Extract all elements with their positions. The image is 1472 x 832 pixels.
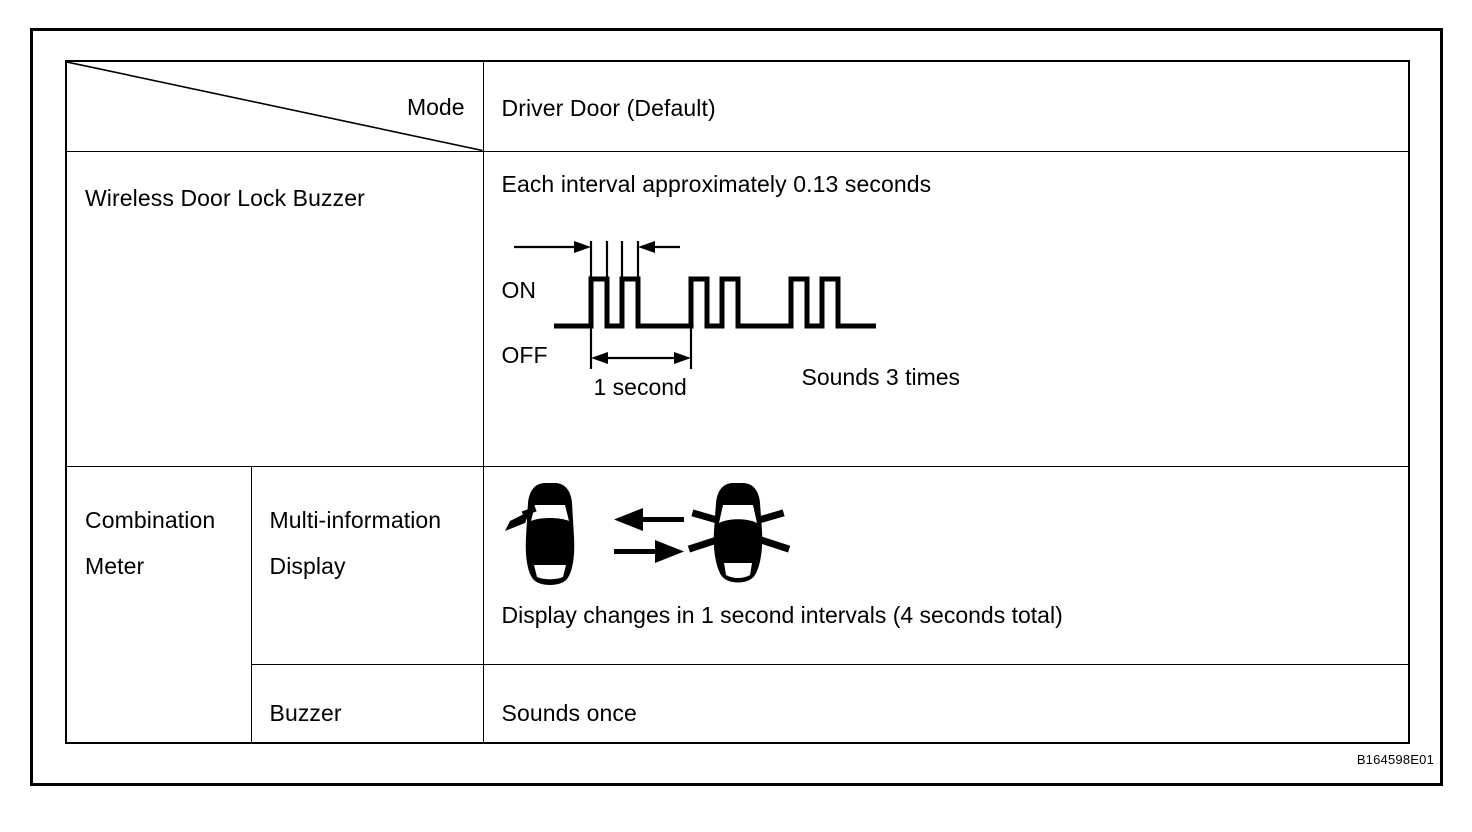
car-door-open-icon	[504, 483, 574, 586]
header-corner-cell: Mode	[65, 60, 484, 152]
mode-value-text: Driver Door (Default)	[501, 95, 716, 121]
table-row-wireless-door-lock-buzzer: Wireless Door Lock Buzzer Each interval …	[65, 150, 1410, 468]
table-row-buzzer: Buzzer Sounds once	[66, 663, 1410, 744]
car-display-icons	[504, 483, 790, 586]
arrow-right-icon	[613, 540, 684, 564]
row-label-combination-meter: Combination Meter	[85, 507, 216, 580]
one-second-dimension-label: 1 second	[593, 373, 687, 400]
row-label-wireless-buzzer: Wireless Door Lock Buzzer	[85, 184, 365, 211]
display-change-caption: Display changes in 1 second intervals (4…	[501, 602, 1063, 629]
car-hazard-flash-icon	[687, 483, 790, 583]
sub-label-buzzer: Buzzer	[269, 699, 342, 726]
row-label-wireless-buzzer-cell: Wireless Door Lock Buzzer	[65, 150, 484, 468]
sub-label-multi-info-display: Multi-information Display	[269, 507, 442, 580]
table-row-multi-information-display: Combination Meter Multi-information Disp…	[65, 466, 1410, 744]
buzzer-content-cell: Sounds once	[482, 663, 1410, 744]
specification-table: Mode Driver Door (Default) Wireless Door…	[65, 60, 1410, 744]
waveform-off-label: OFF	[501, 341, 548, 368]
mode-header-label: Mode	[406, 94, 465, 120]
sounds-three-times-label: Sounds 3 times	[801, 363, 961, 390]
waveform-on-label: ON	[501, 276, 537, 303]
buzzer-sounds-once-text: Sounds once	[501, 699, 637, 726]
waveform-graphic	[513, 240, 876, 369]
buzzer-timing-chart: ON OFF 1 second Sounds 3 times	[484, 201, 1409, 459]
sub-label-buzzer-cell: Buzzer	[250, 663, 484, 744]
multi-info-display-content-cell: Display changes in 1 second intervals (4…	[482, 466, 1410, 665]
sub-label-multi-info-display-cell: Multi-information Display	[250, 466, 484, 665]
wireless-buzzer-content-cell: Each interval approximately 0.13 seconds…	[482, 150, 1410, 468]
arrow-left-icon	[613, 508, 684, 532]
figure-code-label: B164598E01	[1356, 752, 1434, 767]
display-animation-graphic	[502, 475, 822, 600]
table-row-header: Mode Driver Door (Default)	[65, 60, 1410, 152]
row-label-combination-meter-cell: Combination Meter	[65, 466, 252, 744]
buzzer-interval-text: Each interval approximately 0.13 seconds	[501, 170, 932, 197]
header-mode-value-cell: Driver Door (Default)	[482, 60, 1410, 152]
page-border	[30, 28, 1443, 786]
diagonal-divider-icon	[67, 62, 483, 151]
